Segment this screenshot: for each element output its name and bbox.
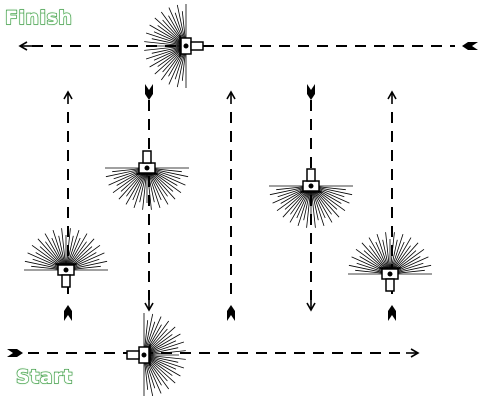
camera-column-5-fov-ray <box>389 232 395 275</box>
camera-start <box>126 313 186 396</box>
start-label: Start <box>15 365 73 388</box>
feather-column-3-vane-left <box>227 305 231 321</box>
feather-column-1-vane-right <box>68 305 72 321</box>
feather-column-3 <box>227 305 235 321</box>
camera-column-4-fov-ray <box>310 185 316 228</box>
feather-column-5-vane-right <box>392 305 396 321</box>
camera-column-5-camera-mount <box>385 278 395 292</box>
camera-start-camera-lens <box>141 352 147 358</box>
feather-column-2-vane-left <box>145 84 149 100</box>
feather-column-2-vane-right <box>149 84 153 100</box>
feather-column-2 <box>145 84 153 100</box>
finish-label: Finish <box>4 6 73 29</box>
camera-column-5-fov-ray <box>385 232 391 275</box>
camera-column-5 <box>348 232 432 292</box>
camera-column-2-camera-icon <box>136 150 158 175</box>
camera-column-1-fov-ray <box>61 228 67 271</box>
camera-column-4-fov-ray <box>306 185 312 228</box>
camera-column-2-fov-ray <box>146 167 152 210</box>
camera-start-fov-ray <box>143 350 186 356</box>
camera-column-1-fov-ray <box>65 228 71 271</box>
camera-column-5-camera-lens <box>387 271 393 277</box>
feather-column-1-vane-left <box>64 305 68 321</box>
feather-start-left <box>7 349 23 357</box>
camera-column-2-fov-ray <box>142 167 148 210</box>
camera-column-1-camera-icon <box>55 263 77 288</box>
camera-column-4-camera-icon <box>300 168 322 193</box>
feather-column-5 <box>388 305 396 321</box>
camera-column-1 <box>24 228 108 288</box>
cameras <box>24 4 432 396</box>
camera-finish <box>144 4 204 88</box>
camera-finish-camera-mount <box>190 41 204 51</box>
feather-finish-right-vane-bottom <box>462 46 478 50</box>
feather-column-4-vane-right <box>311 84 315 100</box>
camera-column-1-camera-mount <box>61 274 71 288</box>
feather-finish-right-vane-top <box>462 42 478 46</box>
camera-finish-fov-fan <box>144 4 187 88</box>
feather-column-5-vane-left <box>388 305 392 321</box>
camera-column-2 <box>105 150 189 210</box>
feather-finish-right <box>462 42 478 50</box>
feather-column-3-vane-right <box>231 305 235 321</box>
camera-finish-fov-ray <box>144 45 187 51</box>
camera-column-4 <box>269 168 353 228</box>
feather-start-left-vane-bottom <box>7 353 23 357</box>
camera-finish-camera-lens <box>183 43 189 49</box>
camera-column-2-camera-lens <box>144 165 150 171</box>
feather-column-1 <box>64 305 72 321</box>
feather-column-4 <box>307 84 315 100</box>
camera-column-5-camera-icon <box>379 267 401 292</box>
camera-start-fov-ray <box>143 354 186 360</box>
camera-start-camera-mount <box>126 350 140 360</box>
camera-finish-camera-icon <box>179 35 204 57</box>
camera-column-4-camera-lens <box>308 183 314 189</box>
camera-start-camera-icon <box>126 344 151 366</box>
camera-column-4-camera-mount <box>306 168 316 182</box>
camera-column-1-camera-lens <box>63 267 69 273</box>
path-markers <box>7 41 478 358</box>
camera-column-2-camera-mount <box>142 150 152 164</box>
camera-finish-fov-ray <box>144 41 187 47</box>
feather-column-4-vane-left <box>307 84 311 100</box>
feather-start-left-vane-top <box>7 349 23 353</box>
